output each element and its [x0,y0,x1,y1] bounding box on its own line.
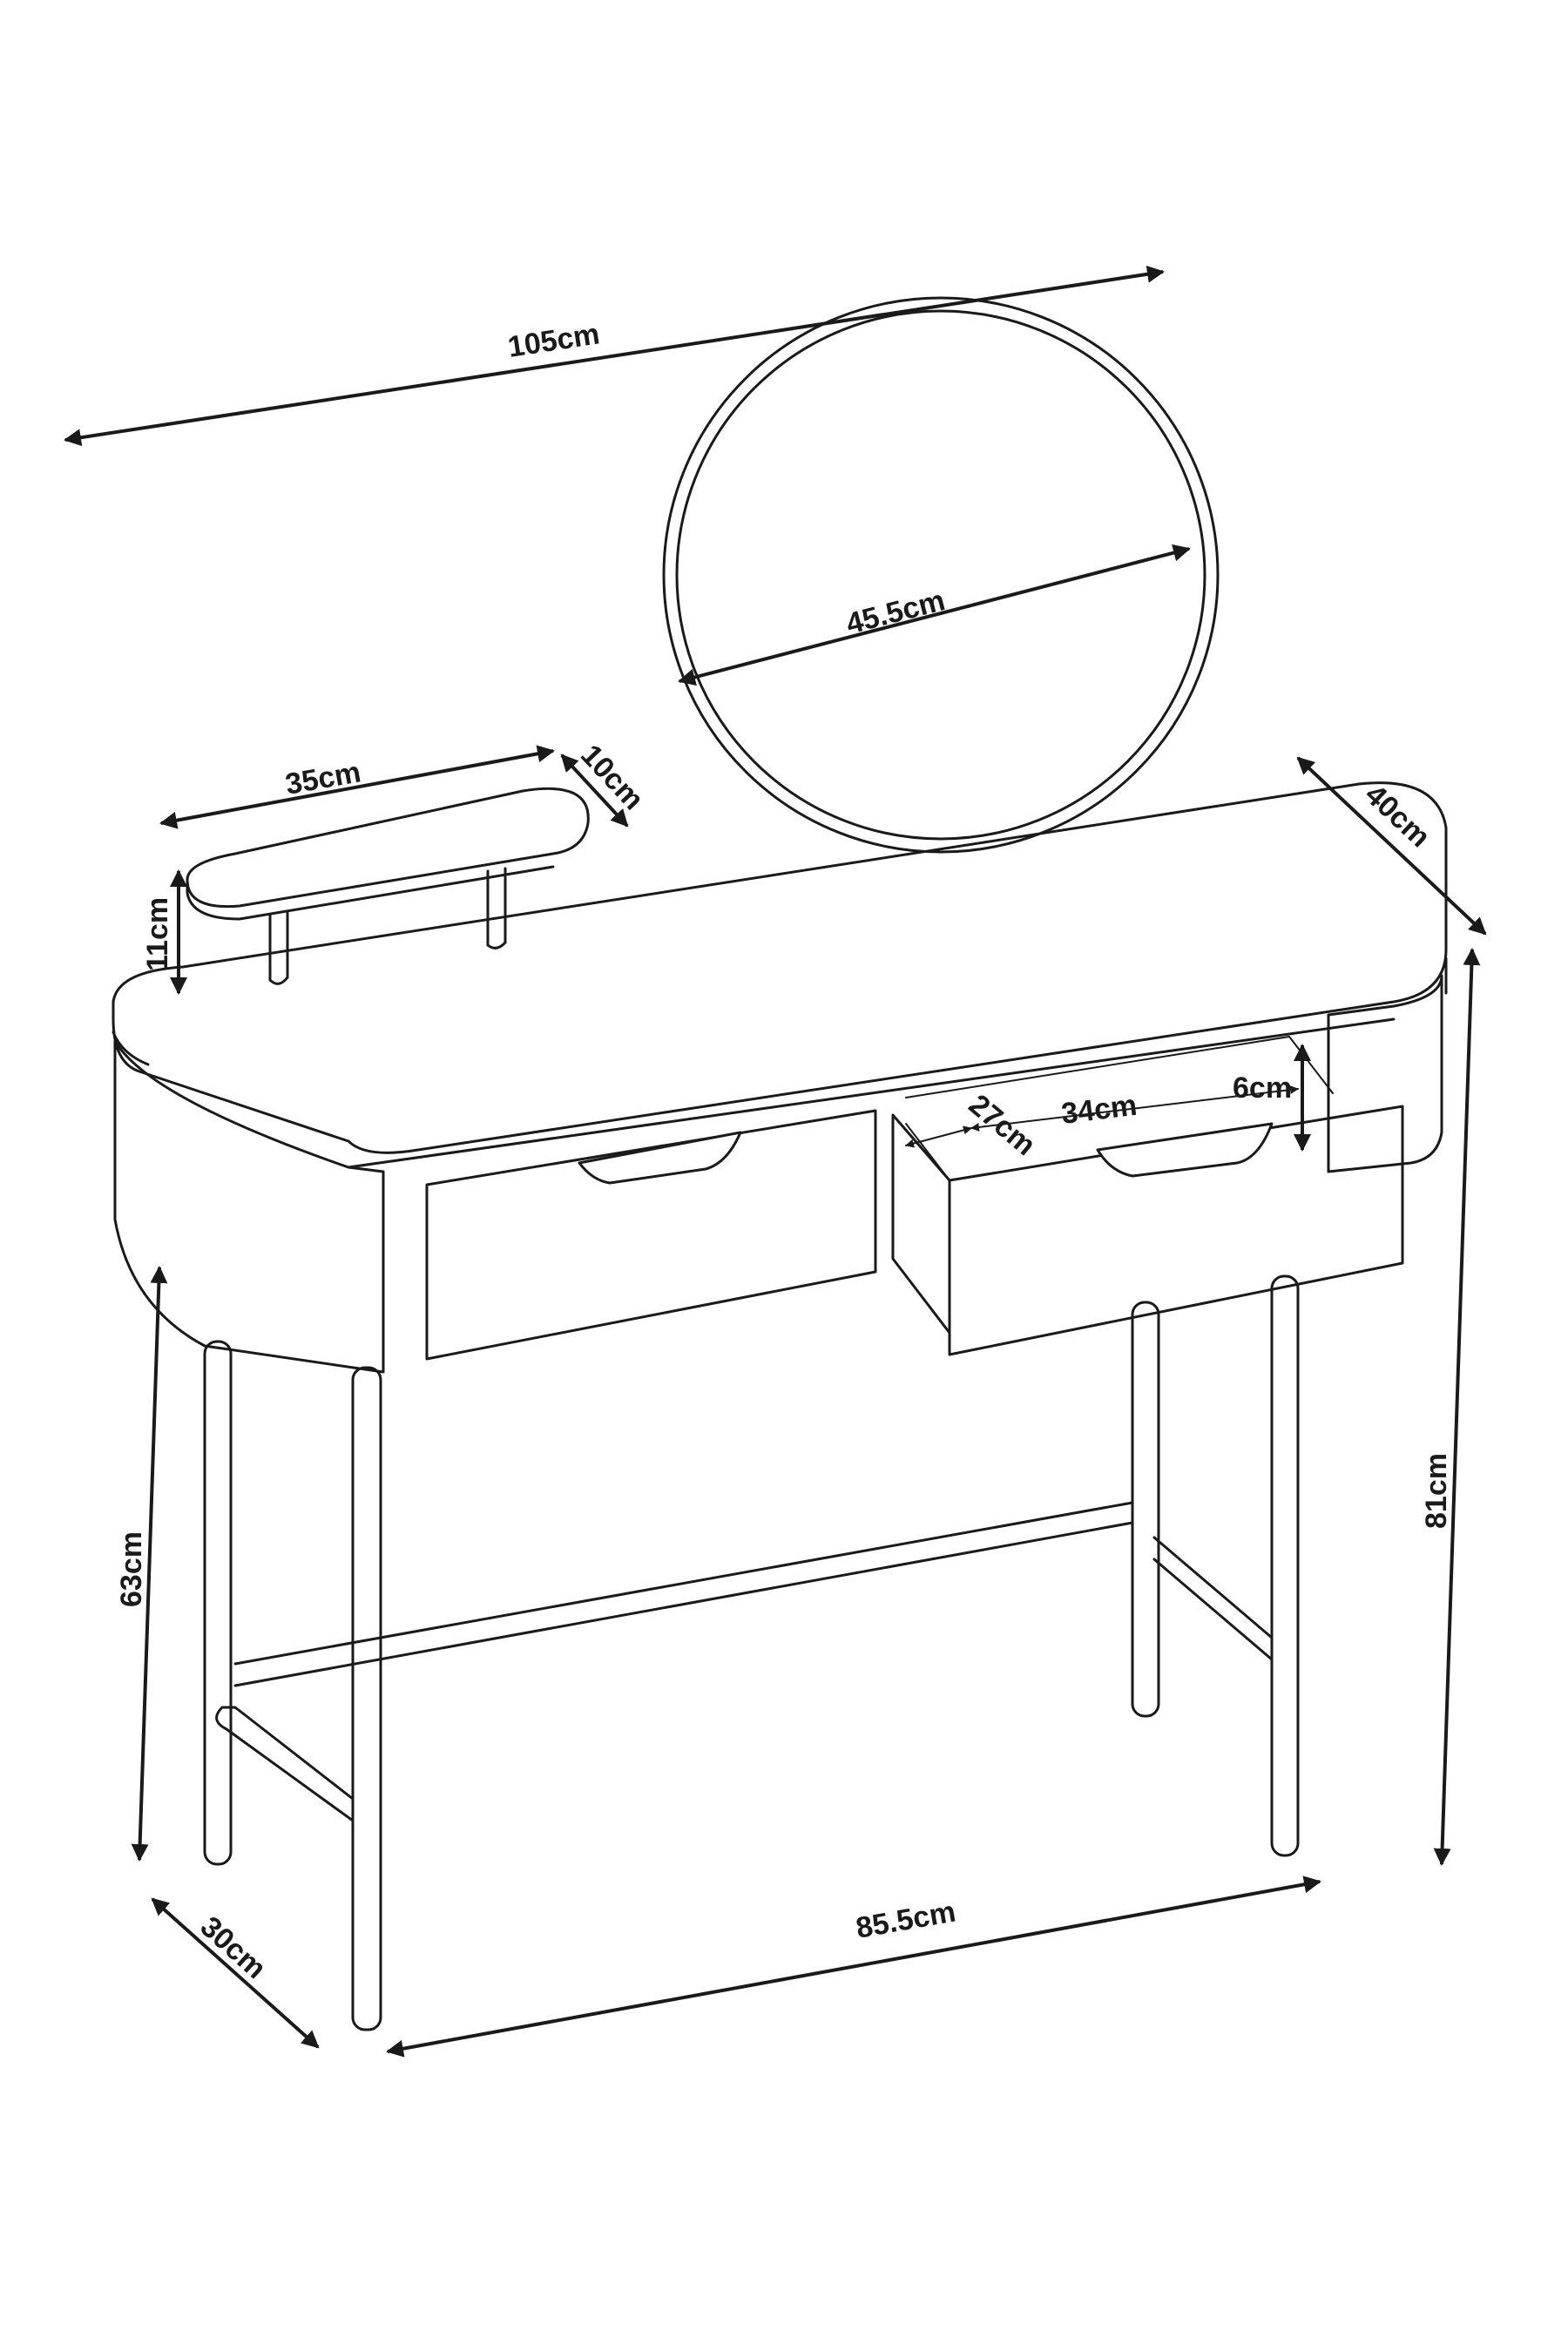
label-total-height: 81cm [1420,1453,1453,1529]
label-table-depth-top: 40cm [1359,778,1437,854]
label-overall-width: 105cm [505,317,601,364]
label-base-width: 85.5cm [854,1895,958,1944]
fluted-skirt-left [113,1039,385,1374]
leg-back-left [203,1340,233,1866]
legs [203,1274,1300,2031]
label-drawer-depth: 27cm [963,1088,1042,1162]
label-mirror-diameter: 45.5cm [842,584,948,641]
label-drawer-width: 34cm [1059,1089,1139,1131]
mirror [662,296,1220,854]
leg-front-left [351,1366,382,2031]
label-shelf-height: 11cm [141,897,174,971]
label-drawer-height: 6cm [1233,1071,1292,1105]
shelf [186,787,590,985]
fluted-skirt-right [1327,974,1443,1173]
drawer-right-open [891,1035,1404,1356]
leg-back-right [1131,1301,1160,1718]
drawer-left [425,1109,877,1361]
dimension-lines [64,265,1487,2058]
label-leg-height: 63cm [115,1531,148,1607]
label-shelf-length: 35cm [283,755,363,801]
leg-front-right [1270,1274,1300,1857]
